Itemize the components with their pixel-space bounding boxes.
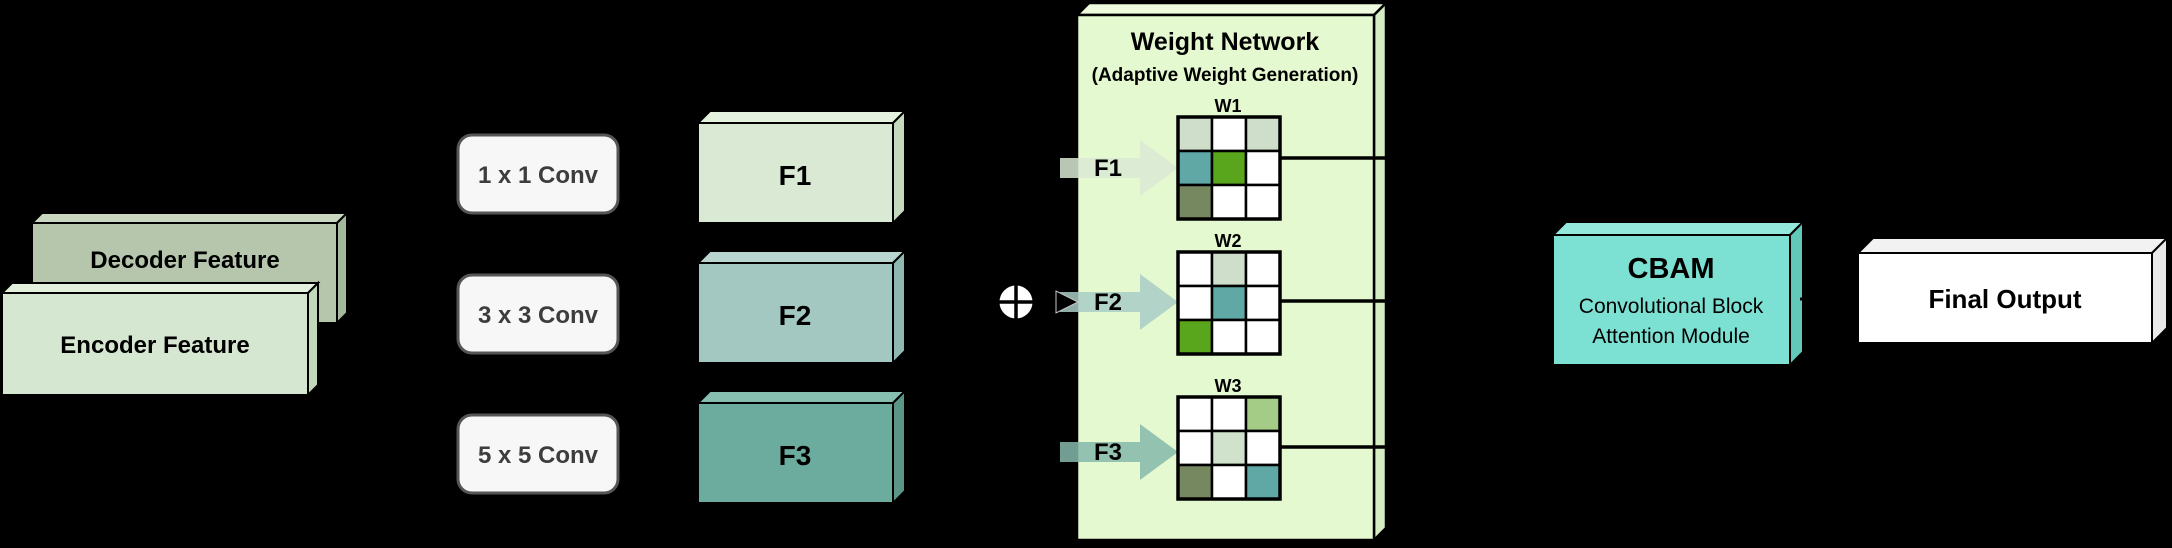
encoder-front-face (1, 292, 309, 396)
f3-top-face (695, 390, 908, 404)
conv-5x5-node: 5 x 5 Conv (456, 413, 620, 495)
weight-network-top-face (1073, 1, 1390, 17)
conv-1x1-label: 1 x 1 Conv (478, 162, 599, 189)
conv-3x3-box (456, 273, 620, 355)
w1-grid-border (1176, 115, 1282, 221)
f2-top-face (695, 250, 908, 264)
f1-side-face (892, 108, 906, 226)
w1-cell (1244, 183, 1282, 221)
w3-cell (1210, 429, 1248, 467)
w2-cell (1244, 318, 1282, 356)
w3-cell (1244, 429, 1282, 467)
conv-1x1-node: 1 x 1 Conv (456, 133, 620, 215)
cbam-title: CBAM (1628, 253, 1715, 285)
f3-label: F3 (779, 440, 812, 471)
f2-label: F2 (779, 300, 812, 331)
weight-grid-w2: W2 (1176, 231, 1389, 356)
f1-front-face (697, 122, 894, 224)
encoder-label: Encoder Feature (60, 332, 249, 359)
fusion-arrowhead-icon (1055, 290, 1080, 314)
weight-grid-w1: W1 (1176, 96, 1389, 221)
encoder-side-face (307, 280, 319, 398)
w3-grid-border (1176, 395, 1282, 501)
f1-arrow (1060, 140, 1178, 196)
cbam-top-face (1550, 221, 1806, 236)
final-output-top-face (1855, 237, 2170, 254)
decoder-label: Decoder Feature (90, 247, 279, 274)
w1-label: W1 (1215, 96, 1242, 116)
final-output-label: Final Output (1928, 284, 2081, 314)
w3-cell (1210, 463, 1248, 501)
w3-cell (1244, 463, 1282, 501)
feature-f2-node: F2 (695, 248, 908, 366)
f3-arrow-label: F3 (1094, 439, 1122, 466)
w2-cell (1210, 284, 1248, 322)
f2-arrow (1060, 274, 1178, 330)
f1-label: F1 (779, 160, 812, 191)
w2-cell (1244, 250, 1282, 288)
encoder-feature-node: Encoder Feature (0, 280, 321, 398)
feature-f1-node: F1 (695, 108, 908, 226)
w1-cell (1176, 183, 1214, 221)
w1-cell (1210, 149, 1248, 187)
encoder-top-face (0, 282, 321, 294)
weight-network-subtitle: (Adaptive Weight Generation) (1092, 65, 1359, 86)
w3-cell (1176, 463, 1214, 501)
connector-lines (318, 156, 1553, 456)
feature-f3-node: F3 (695, 388, 908, 506)
f2-side-face (892, 248, 906, 366)
conv-1x1-box (456, 133, 620, 215)
cbam-side-face (1789, 219, 1804, 368)
w2-cell (1210, 250, 1248, 288)
cbam-node: CBAM Convolutional Block Attention Modul… (1550, 219, 1858, 368)
decoder-side-face (336, 210, 348, 326)
weight-grid-w3: W3 (1176, 376, 1389, 501)
w1-cell (1176, 115, 1214, 153)
cbam-subtitle-line1: Convolutional Block (1579, 295, 1764, 318)
conv-3x3-node: 3 x 3 Conv (456, 273, 620, 355)
w2-cell (1176, 318, 1214, 356)
w2-cell (1176, 250, 1214, 288)
f3-side-face (892, 388, 906, 506)
cbam-subtitle-line2: Attention Module (1592, 325, 1750, 348)
final-output-node: Final Output (1855, 235, 2170, 346)
f3-arrow (1060, 424, 1178, 480)
conv-5x5-box (456, 413, 620, 495)
weight-network-side-face (1372, 0, 1388, 544)
w2-grid-border (1176, 250, 1282, 356)
w2-label: W2 (1215, 231, 1242, 251)
w1-cell (1244, 115, 1282, 153)
fusion-plus-operator (997, 283, 1035, 321)
w3-cell (1244, 395, 1282, 433)
f2-arrow-label: F2 (1094, 289, 1122, 316)
f1-arrow-label: F1 (1094, 155, 1122, 182)
w1-cell (1210, 115, 1248, 153)
f1-top-face (695, 110, 908, 124)
conv-3x3-label: 3 x 3 Conv (478, 302, 599, 329)
w1-cell (1210, 183, 1248, 221)
conv-5x5-label: 5 x 5 Conv (478, 442, 599, 469)
w3-cell (1176, 395, 1214, 433)
f2-front-face (697, 262, 894, 364)
w2-cell (1176, 284, 1214, 322)
f3-front-face (697, 402, 894, 504)
w3-cell (1176, 429, 1214, 467)
weight-network-input-arrows (1060, 140, 1178, 480)
w2-cell (1210, 318, 1248, 356)
w2-cell (1244, 284, 1282, 322)
final-output-front-face (1857, 252, 2153, 344)
fusion-to-panel-arrow (1034, 290, 1080, 314)
cbam-front-face (1552, 234, 1791, 366)
weight-network-title: Weight Network (1131, 28, 1320, 56)
w1-cell (1244, 149, 1282, 187)
final-output-side-face (2151, 235, 2168, 346)
w3-cell (1210, 395, 1248, 433)
w1-cell (1176, 149, 1214, 187)
decoder-top-face (29, 212, 350, 224)
w3-label: W3 (1215, 376, 1242, 396)
